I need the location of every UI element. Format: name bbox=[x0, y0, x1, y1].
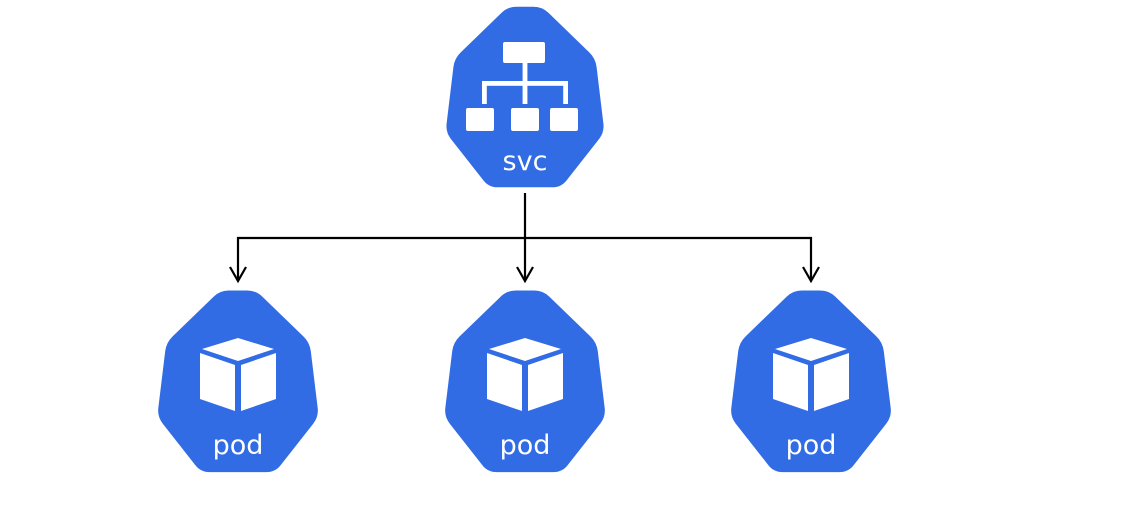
pod-node: pod bbox=[158, 290, 318, 473]
service-label: svc bbox=[503, 146, 548, 177]
pod-label: pod bbox=[213, 430, 264, 461]
pod-node: pod bbox=[445, 290, 605, 473]
pod-node: pod bbox=[731, 290, 891, 473]
arrowhead-left bbox=[229, 266, 247, 284]
pod-label: pod bbox=[500, 430, 551, 461]
arrowhead-right bbox=[802, 266, 820, 284]
pod-label: pod bbox=[786, 430, 837, 461]
arrowhead-center bbox=[516, 266, 534, 284]
connector-branch bbox=[236, 236, 813, 281]
network-hierarchy-icon bbox=[466, 42, 578, 131]
connectors bbox=[229, 193, 820, 284]
service-node: svc bbox=[446, 6, 604, 188]
